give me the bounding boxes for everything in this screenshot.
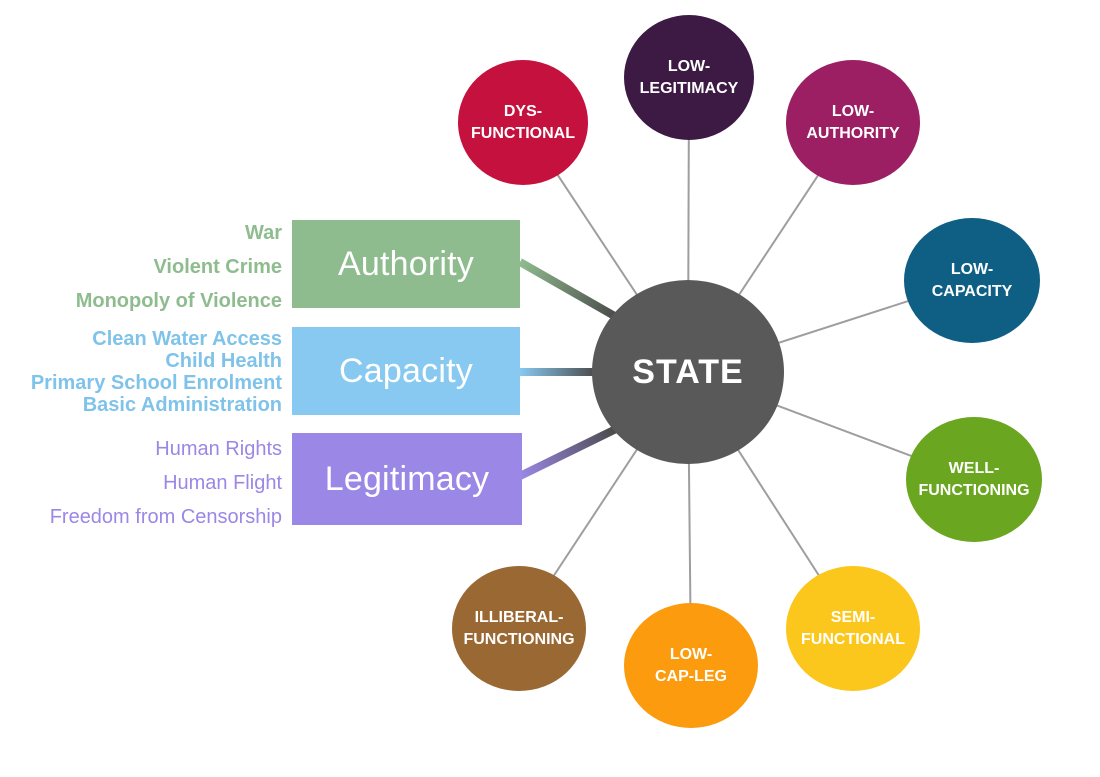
node-line1: LOW- [667, 57, 711, 75]
legitimacy-indicators: Human Rights Human Flight Freedom from C… [20, 432, 282, 534]
state-node-illiberal-functioning: ILLIBERAL- FUNCTIONING [452, 566, 586, 691]
legitimacy-connector [518, 424, 620, 480]
legitimacy-box: Legitimacy [292, 433, 522, 525]
node-line1: LOW- [950, 260, 994, 278]
state-node-dys-functional: DYS- FUNCTIONAL [458, 60, 588, 185]
node-line2: FUNCTIONING [918, 481, 1030, 499]
indicator-war: War [244, 222, 282, 244]
indicator-monopoly-of-violence: Monopoly of Violence [75, 290, 282, 312]
node-line2: CAP-LEG [655, 667, 727, 685]
authority-label: Authority [338, 244, 474, 283]
node-line1: SEMI- [830, 608, 876, 626]
state-node-low-legitimacy: LOW- LEGITIMACY [624, 15, 754, 140]
state-node-low-cap-leg: LOW- CAP-LEG [624, 603, 758, 728]
node-line2: LEGITIMACY [639, 79, 739, 97]
node-line2: AUTHORITY [806, 124, 900, 142]
capacity-box: Capacity [292, 327, 520, 415]
capacity-indicators: Clean Water Access Child Health Primary … [10, 328, 282, 416]
node-line2: FUNCTIONING [463, 630, 575, 648]
authority-box: Authority [292, 220, 520, 308]
node-line1: LOW- [669, 645, 713, 663]
state-node-low-authority: LOW- AUTHORITY [786, 60, 920, 185]
node-line2: FUNCTIONAL [801, 630, 905, 648]
node-line1: ILLIBERAL- [474, 608, 564, 626]
state-node-semi-functional: SEMI- FUNCTIONAL [786, 566, 920, 691]
authority-connector [518, 258, 620, 322]
node-line2: FUNCTIONAL [471, 124, 575, 142]
legitimacy-label: Legitimacy [324, 459, 490, 498]
indicator-child-health: Child Health [165, 350, 282, 372]
indicator-human-flight: Human Flight [163, 472, 282, 494]
indicator-human-rights: Human Rights [155, 438, 282, 460]
state-node-well-functioning: WELL- FUNCTIONING [906, 417, 1042, 542]
state-center-node: STATE [592, 280, 784, 464]
node-line1: DYS- [503, 102, 543, 120]
indicator-freedom-from-censorship: Freedom from Censorship [49, 506, 282, 528]
node-line1: WELL- [948, 459, 1000, 477]
authority-indicators: War Violent Crime Monopoly of Violence [20, 216, 282, 318]
indicator-basic-administration: Basic Administration [82, 394, 282, 416]
state-center-label: STATE [632, 352, 744, 391]
state-node-low-capacity: LOW- CAPACITY [904, 218, 1040, 343]
indicator-primary-school-enrolment: Primary School Enrolment [30, 372, 282, 394]
indicator-violent-crime: Violent Crime [153, 256, 282, 278]
capacity-label: Capacity [339, 351, 473, 390]
node-line1: LOW- [831, 102, 875, 120]
indicator-clean-water-access: Clean Water Access [92, 328, 282, 350]
node-line2: CAPACITY [931, 282, 1013, 300]
